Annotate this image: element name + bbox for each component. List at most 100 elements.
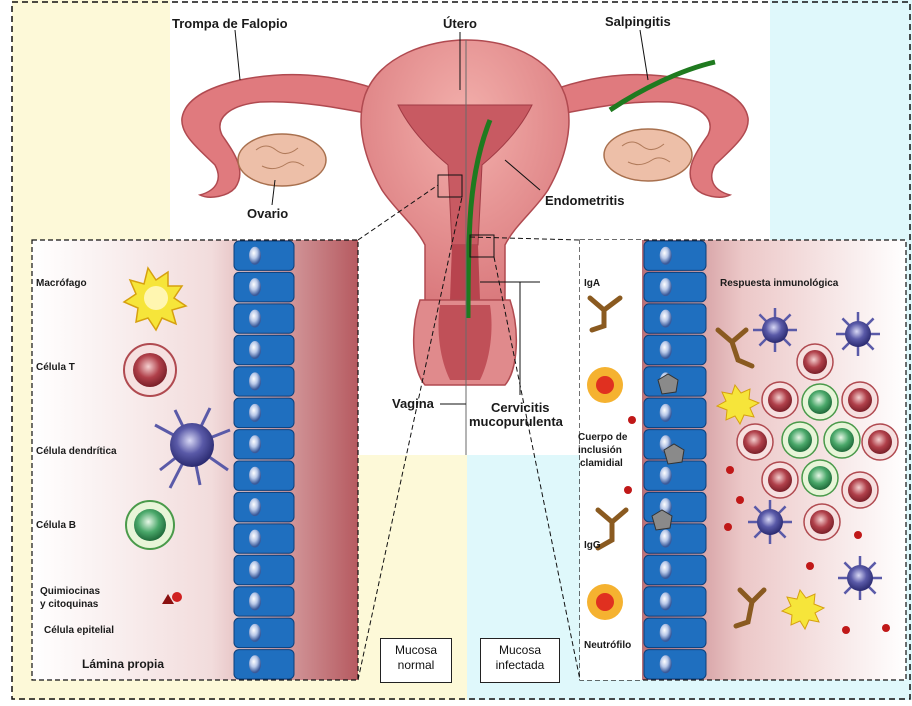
epithelial-nucleus [249,561,261,579]
label-chemokines-line1: Quimiocinas [40,586,100,597]
epithelial-nucleus [249,404,261,422]
immune-b-cell-nucleus [808,390,832,414]
epithelial-nucleus [660,592,672,610]
epithelial-nucleus [660,247,672,265]
epithelial-nucleus [249,498,261,516]
immune-t-cell-nucleus [810,510,834,534]
label-inclusion-body-line3: clamidial [580,458,623,469]
cervical-canal [450,245,480,300]
immune-b-cell-nucleus [788,428,812,452]
epithelial-cell [234,650,294,679]
immune-t-cell-nucleus [848,388,872,412]
epithelial-nucleus [249,341,261,359]
label-dendritic-cell: Célula dendrítica [36,446,117,457]
label-t-cell: Célula T [36,362,75,373]
epithelial-cell [644,398,706,427]
epithelial-nucleus [660,310,672,328]
immune-t-cell-nucleus [768,388,792,412]
label-epithelial-cell: Célula epitelial [44,625,114,636]
epithelial-nucleus [249,530,261,548]
label-salpingitis: Salpingitis [605,14,671,29]
epithelial-cell [644,304,706,333]
b-cell-nucleus [134,509,166,541]
epithelial-cell [644,524,706,553]
label-immune-response: Respuesta inmunológica [720,278,838,289]
epithelial-cell [644,272,706,301]
label-fallopian-tube: Trompa de Falopio [172,16,288,31]
right-ovary [604,129,692,181]
epithelial-cell [234,304,294,333]
label-endometritis: Endometritis [545,193,624,208]
epithelial-nucleus [249,467,261,485]
label-neutrophil: Neutrófilo [584,640,631,651]
box-infected-line2: infectada [481,658,559,673]
immune-b-cell-nucleus [808,466,832,490]
epithelial-nucleus [660,404,672,422]
label-inclusion-body-line1: Cuerpo de [578,432,627,443]
epithelial-cell [234,555,294,584]
epithelial-cell [234,461,294,490]
label-iga: IgA [584,278,600,289]
epithelial-cell [644,618,706,647]
epithelial-nucleus [660,530,672,548]
epithelial-cell [234,492,294,521]
epithelial-nucleus [660,467,672,485]
macrophage-nucleus [144,286,168,310]
box-normal-mucosa: Mucosa normal [380,638,452,683]
epithelial-nucleus [249,592,261,610]
epithelial-cell [234,272,294,301]
epithelial-cell [644,650,706,679]
immune-dendritic-cell [757,509,783,535]
label-macrophage: Macrófago [36,278,87,289]
immune-b-cell-nucleus [830,428,854,452]
epithelial-cell [644,241,706,270]
epithelial-nucleus [660,278,672,296]
left-ovary [238,134,326,186]
epithelial-nucleus [249,310,261,328]
epithelial-nucleus [249,372,261,390]
epithelial-cell [234,367,294,396]
box-normal-line2: normal [381,658,451,673]
label-cervicitis-line2: mucopurulenta [469,414,563,429]
epithelial-cell [644,335,706,364]
epithelial-cell [644,461,706,490]
label-uterus: Útero [443,16,477,31]
immune-t-cell-nucleus [848,478,872,502]
label-inclusion-body-line2: inclusión [578,445,622,456]
epithelial-cell [234,524,294,553]
chemokine-dot [172,592,182,602]
epithelial-nucleus [249,247,261,265]
epithelial-nucleus [660,624,672,642]
box-infected-mucosa: Mucosa infectada [480,638,560,683]
immune-t-cell-nucleus [803,350,827,374]
immune-t-cell-nucleus [743,430,767,454]
right-panel-infected-mucosa [580,240,906,680]
epithelial-cell [234,587,294,616]
epithelial-cell [234,241,294,270]
label-b-cell: Célula B [36,520,76,531]
vagina-canal [438,305,491,380]
epithelial-cell [644,555,706,584]
epithelial-cell [234,618,294,647]
t-cell-nucleus [133,353,167,387]
label-ovary: Ovario [247,206,288,221]
epithelial-nucleus [249,435,261,453]
box-normal-line1: Mucosa [381,643,451,658]
immune-t-cell-nucleus [868,430,892,454]
immune-dendritic-cell [845,321,871,347]
immune-dendritic-cell [762,317,788,343]
epithelial-cell [234,430,294,459]
epithelial-cell [644,587,706,616]
immune-t-cell-nucleus [768,468,792,492]
epithelial-nucleus [660,561,672,579]
label-chemokines-line2: y citoquinas [40,599,98,610]
epithelial-nucleus [249,624,261,642]
epithelial-cell [234,398,294,427]
epithelial-cell [234,335,294,364]
label-vagina: Vagina [392,396,434,411]
epithelial-nucleus [249,278,261,296]
epithelial-nucleus [249,655,261,673]
label-lamina-propria: Lámina propia [82,657,164,671]
label-igg: IgG [584,540,601,551]
